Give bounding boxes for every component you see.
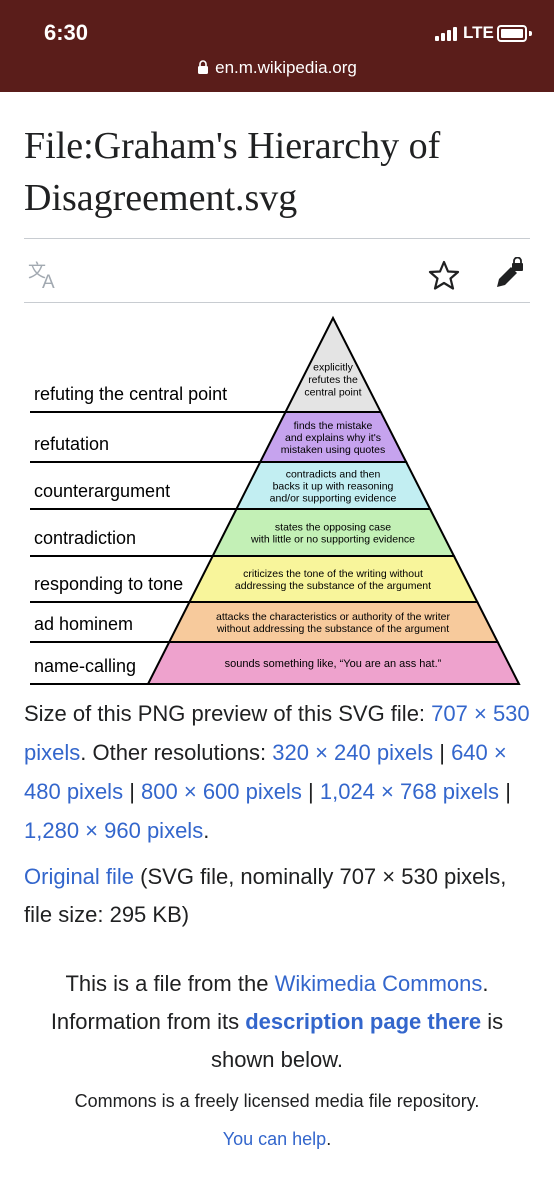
description-page-link[interactable]: description page there: [245, 1009, 482, 1034]
level-label: responding to tone: [34, 574, 183, 594]
other-resolutions-label: . Other resolutions:: [80, 740, 267, 765]
resolution-link-640[interactable]: 640 × 480 pixels: [24, 740, 507, 804]
toolbar-divider: [24, 302, 530, 303]
commons-text: . Information from its: [50, 971, 489, 1034]
level-description: and explains why it's: [285, 432, 381, 444]
original-file-details: (SVG file, nominally 707 × 530 pixels, f…: [24, 864, 507, 927]
level-description: contradicts and then: [286, 469, 381, 481]
level-description: sounds something like, “You are an ass h…: [225, 658, 442, 670]
separator: |: [129, 779, 135, 804]
edit-lock-icon[interactable]: [493, 256, 527, 296]
level-description: with little or no supporting evidence: [250, 534, 415, 546]
period: .: [326, 1129, 332, 1149]
level-description: backs it up with reasoning: [273, 481, 394, 493]
page-title: File:Graham's Hierarchy of Disagreement.…: [24, 125, 441, 219]
level-description: mistaken using quotes: [281, 444, 385, 456]
title-divider: [24, 238, 530, 239]
separator: |: [308, 779, 314, 804]
svg-text:文: 文: [28, 261, 46, 281]
commons-repo-text: Commons is a freely licensed media file …: [74, 1091, 480, 1111]
level-label: contradiction: [34, 528, 136, 548]
original-file-info: Original file (SVG file, nominally 707 ×…: [24, 858, 534, 934]
svg-text:A: A: [42, 272, 55, 290]
level-description: criticizes the tone of the writing witho…: [243, 568, 423, 580]
level-description: refutes the: [308, 374, 358, 386]
level-description: attacks the characteristics or authority…: [216, 611, 451, 623]
preview-size-info: Size of this PNG preview of this SVG fil…: [24, 694, 534, 850]
separator: |: [439, 740, 445, 765]
level-label: counterargument: [34, 481, 170, 501]
commons-notice: This is a file from the Wikimedia Common…: [24, 965, 530, 1079]
level-description: central point: [304, 387, 361, 399]
browser-top-bar: 6:30 LTE en.m.wikipedia.org: [0, 0, 554, 92]
commons-text: is shown below.: [210, 1009, 504, 1072]
level-description: finds the mistake: [294, 420, 373, 432]
resolution-link-800[interactable]: 800 × 600 pixels: [141, 779, 302, 804]
level-label: refutation: [34, 434, 109, 454]
signal-strength-icon: [435, 27, 457, 41]
star-icon[interactable]: [428, 260, 460, 295]
separator: |: [505, 779, 511, 804]
commons-text: This is a file from the: [65, 971, 269, 996]
level-description: addressing the substance of the argument: [235, 580, 431, 592]
wikimedia-commons-link[interactable]: Wikimedia Commons: [274, 971, 483, 996]
level-description: without addressing the substance of the …: [216, 623, 449, 635]
help-line: You can help.: [24, 1125, 530, 1153]
status-time: 6:30: [44, 20, 89, 45]
battery-icon: [497, 25, 532, 42]
level-description: and/or supporting evidence: [270, 493, 397, 505]
url-text: en.m.wikipedia.org: [215, 58, 357, 77]
resolution-link-1024[interactable]: 1,024 × 768 pixels: [319, 779, 500, 804]
resolution-link-320[interactable]: 320 × 240 pixels: [272, 740, 434, 765]
level-label: ad hominem: [34, 614, 133, 634]
hierarchy-pyramid-image[interactable]: refuting the central pointexplicitlyrefu…: [0, 312, 554, 692]
lock-icon: [197, 60, 209, 80]
resolution-link-1280[interactable]: 1,280 × 960 pixels: [24, 818, 204, 843]
preview-size-link[interactable]: 707 × 530 pixels: [24, 701, 530, 765]
level-label: name-calling: [34, 656, 136, 676]
url-bar[interactable]: en.m.wikipedia.org: [0, 58, 554, 80]
original-file-link[interactable]: Original file: [24, 864, 135, 889]
translate-icon[interactable]: 文 A: [28, 260, 62, 295]
pyramid-level-6: [146, 641, 521, 685]
you-can-help-link[interactable]: You can help: [222, 1129, 327, 1149]
level-label: refuting the central point: [34, 384, 227, 404]
level-description: explicitly: [313, 362, 353, 374]
period: .: [203, 818, 210, 843]
level-description: states the opposing case: [275, 522, 391, 534]
preview-prefix: Size of this PNG preview of this SVG fil…: [24, 701, 426, 726]
network-label: LTE: [463, 23, 494, 42]
